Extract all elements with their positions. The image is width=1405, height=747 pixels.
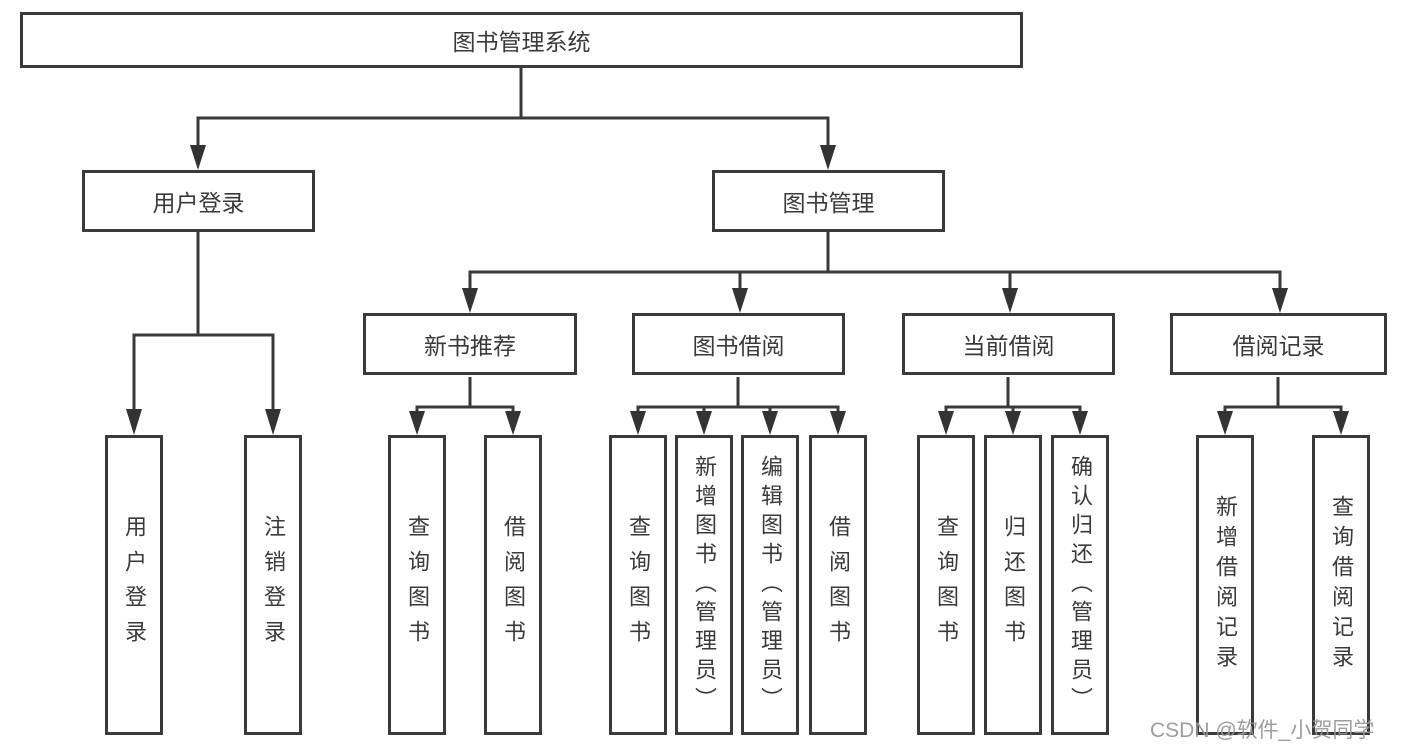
leaf-query-books-current: 查询图书 (917, 435, 975, 735)
node-root: 图书管理系统 (20, 12, 1023, 68)
leaf-label: 新增借阅记录 (1213, 495, 1238, 675)
node-book-management: 图书管理 (712, 170, 945, 232)
node-book-borrowing-label: 图书借阅 (692, 333, 785, 359)
node-user-login: 用户登录 (82, 170, 315, 232)
leaf-label: 归还图书 (1001, 515, 1026, 655)
node-book-management-label: 图书管理 (782, 190, 875, 216)
leaf-label: 借阅图书 (826, 515, 851, 655)
node-borrowing-records-label: 借阅记录 (1232, 333, 1325, 359)
leaf-query-books-borrow: 查询图书 (609, 435, 667, 735)
leaf-label: 用户登录 (122, 515, 147, 655)
node-user-login-label: 用户登录 (152, 190, 245, 216)
leaf-label: 新增图书（管理员） (692, 454, 717, 716)
leaf-label: 注销登录 (261, 515, 286, 655)
leaf-label: 确认归还（管理员） (1068, 454, 1093, 716)
leaf-label: 编辑图书（管理员） (758, 454, 783, 716)
node-current-borrowing: 当前借阅 (902, 313, 1115, 375)
leaf-borrow-books: 借阅图书 (809, 435, 867, 735)
node-root-label: 图书管理系统 (452, 29, 591, 55)
leaf-label: 查询图书 (626, 515, 651, 655)
node-borrowing-records: 借阅记录 (1170, 313, 1387, 375)
leaf-label: 查询借阅记录 (1329, 495, 1354, 675)
leaf-label: 查询图书 (934, 515, 959, 655)
node-new-book-recommend-label: 新书推荐 (424, 333, 516, 359)
leaf-borrow-books-recommend: 借阅图书 (484, 435, 542, 735)
leaf-label: 借阅图书 (501, 515, 526, 655)
csdn-watermark: CSDN @软件_小贺同学 (1150, 719, 1375, 742)
leaf-add-borrow-record: 新增借阅记录 (1196, 435, 1254, 735)
node-current-borrowing-label: 当前借阅 (962, 333, 1055, 359)
leaf-user-login: 用户登录 (105, 435, 163, 735)
node-book-borrowing: 图书借阅 (632, 313, 845, 375)
leaf-add-books-admin: 新增图书（管理员） (675, 435, 733, 735)
leaf-confirm-return-admin: 确认归还（管理员） (1051, 435, 1109, 735)
leaf-query-borrow-record: 查询借阅记录 (1312, 435, 1370, 735)
leaf-edit-books-admin: 编辑图书（管理员） (741, 435, 799, 735)
leaf-label: 查询图书 (405, 515, 430, 655)
leaf-return-books: 归还图书 (984, 435, 1042, 735)
node-new-book-recommend: 新书推荐 (363, 313, 577, 375)
leaf-query-books-recommend: 查询图书 (388, 435, 446, 735)
leaf-logout: 注销登录 (244, 435, 302, 735)
